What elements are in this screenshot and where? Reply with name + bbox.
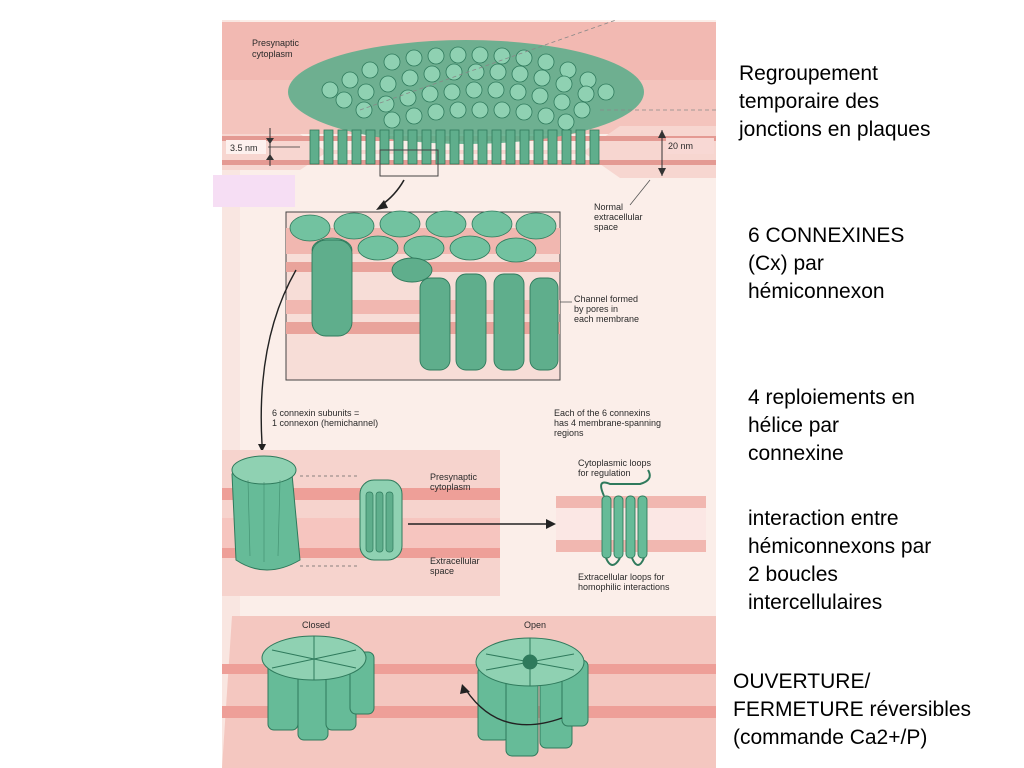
channel-label-2: by pores in	[574, 304, 618, 314]
channel-label-1: Channel formed	[574, 294, 638, 304]
extra-label-2: space	[430, 566, 454, 576]
note-ouverture: OUVERTURE/ FERMETURE réversibles (comman…	[733, 670, 972, 749]
normal-space-label-3: space	[594, 222, 618, 232]
pre-label-1: Presynaptic	[430, 472, 478, 482]
gating-panel	[222, 616, 716, 768]
normal-space-label-2: extracellular	[594, 212, 643, 222]
pre-label-2: cytoplasm	[430, 482, 471, 492]
helix-panel	[556, 469, 706, 566]
note-regroupement: Regroupement temporaire des jonctions en…	[739, 62, 931, 141]
open-label: Open	[524, 620, 546, 630]
extra-label-1: Extracellular	[430, 556, 480, 566]
extra-loop-label-2: homophilic interactions	[578, 582, 670, 592]
span-label-3: regions	[554, 428, 584, 438]
gap-35-label-box	[226, 140, 266, 154]
note-reploiements: 4 reploiements en hélice par connexine	[748, 386, 915, 465]
note-interaction: interaction entre hémiconnexons par 2 bo…	[748, 507, 932, 614]
plaque-cytoplasm-label: Presynaptic	[252, 38, 300, 48]
connexon-panel	[222, 450, 500, 596]
extra-loop-label-1: Extracellular loops for	[578, 572, 665, 582]
gap-35-label: 3.5 nm	[230, 143, 258, 153]
channel-label-3: each membrane	[574, 314, 639, 324]
normal-space-label-1: Normal	[594, 202, 623, 212]
plaque-cytoplasm-label-2: cytoplasm	[252, 49, 293, 59]
channel-zoom-panel	[285, 210, 572, 381]
subunit-label-1: 6 connexin subunits =	[272, 408, 359, 418]
closed-label: Closed	[302, 620, 330, 630]
cyto-loop-label-2: for regulation	[578, 468, 631, 478]
highlight-block	[213, 175, 295, 207]
span-label-1: Each of the 6 connexins	[554, 408, 651, 418]
note-connexines: 6 CONNEXINES (Cx) par hémiconnexon	[748, 224, 905, 303]
gap-20-label: 20 nm	[668, 141, 693, 151]
cyto-loop-label-1: Cytoplasmic loops	[578, 458, 652, 468]
subunit-label-2: 1 connexon (hemichannel)	[272, 418, 378, 428]
span-label-2: has 4 membrane-spanning	[554, 418, 661, 428]
plaque-panel: 3.5 nm 20 nm Presynaptic cytoplasm	[222, 19, 716, 178]
